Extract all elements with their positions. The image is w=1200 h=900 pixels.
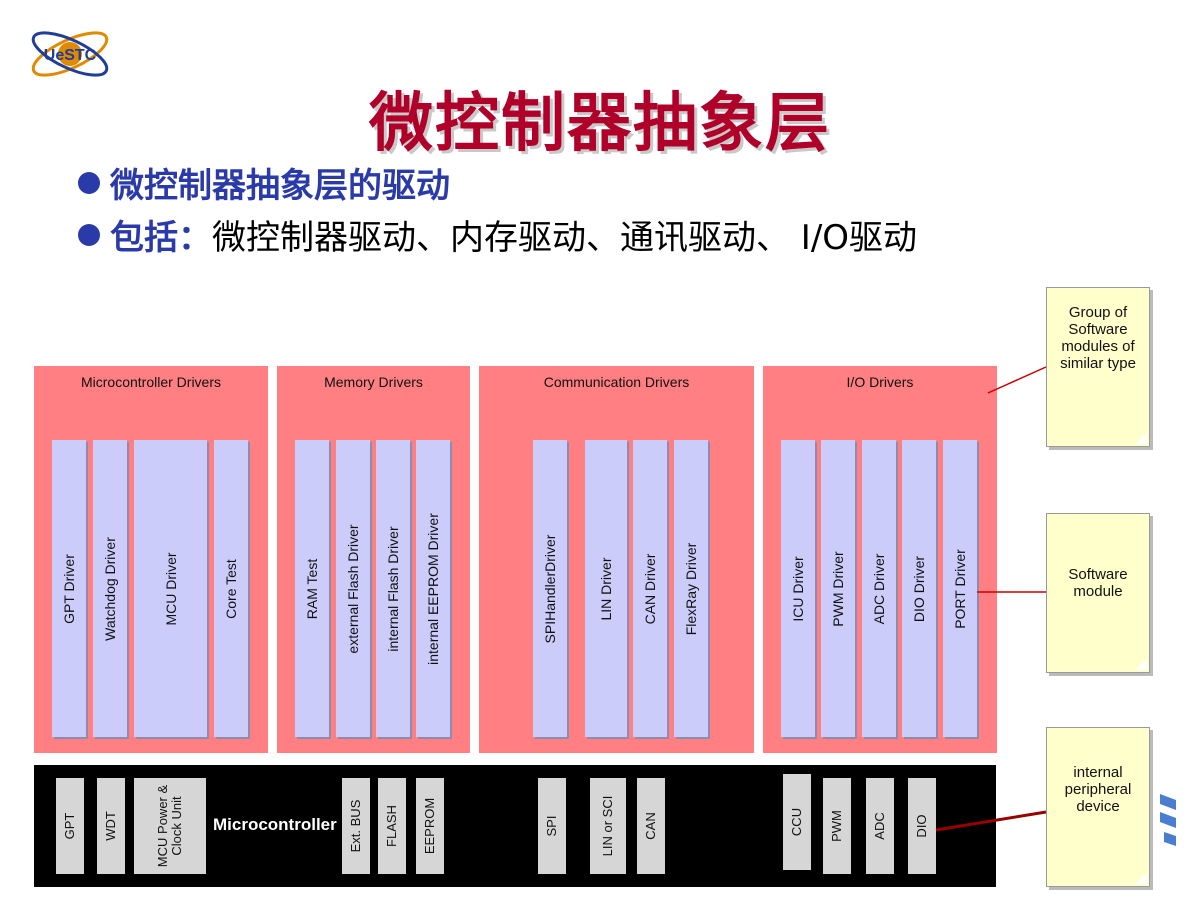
module-label: CAN Driver: [642, 553, 658, 624]
module-mcu-driver: MCU Driver: [134, 440, 207, 737]
peripheral-label: CCU: [789, 807, 804, 837]
module-watchdog-driver: Watchdog Driver: [93, 440, 127, 737]
module-dio-driver: DIO Driver: [902, 440, 936, 737]
module-gpt-driver: GPT Driver: [52, 440, 86, 737]
bullet-text: 微控制器驱动、内存驱动、通讯驱动、 I/O驱动: [212, 218, 918, 258]
peripheral-eeprom: EEPROM: [416, 778, 444, 874]
module-label: DIO Driver: [911, 555, 927, 622]
module-flexray-driver: FlexRay Driver: [674, 440, 708, 737]
module-lin-driver: LIN Driver: [585, 440, 627, 737]
peripheral-dio: DIO: [908, 778, 936, 874]
module-label: internal Flash Driver: [385, 525, 401, 652]
peripheral-label: WDT: [103, 811, 118, 841]
note-text: Software module: [1068, 566, 1128, 600]
module-label: RAM Test: [304, 558, 320, 619]
module-port-driver: PORT Driver: [943, 440, 977, 737]
bullet-dot-icon: [78, 223, 100, 246]
slide-title: 微控制器抽象层: [369, 86, 831, 161]
module-label: ADC Driver: [871, 553, 887, 624]
peripheral-adc: ADC: [866, 778, 894, 874]
peripheral-label: CAN: [643, 812, 658, 840]
peripheral-label: Ext. BUS: [348, 799, 363, 853]
peripheral-ext-bus: Ext. BUS: [342, 778, 370, 874]
microcontroller-label: Microcontroller: [213, 815, 337, 834]
module-label: external Flash Driver: [345, 523, 361, 654]
module-label: MCU Driver: [162, 551, 179, 626]
module-label: SPIHandlerDriver: [542, 534, 558, 643]
page-fold-icon: [1135, 432, 1147, 444]
peripheral-spi: SPI: [538, 778, 566, 874]
bullet-item-2: 包括： 微控制器驱动、内存驱动、通讯驱动、 I/O驱动: [78, 210, 917, 259]
module-label: Core Test: [223, 558, 239, 619]
module-internal-eeprom-driver: internal EEPROM Driver: [416, 440, 450, 737]
peripheral-label: PWM: [829, 810, 844, 842]
bullet-label: 包括：: [110, 218, 212, 258]
module-core-test: Core Test: [214, 440, 248, 737]
module-label: GPT Driver: [61, 553, 77, 624]
module-label: PORT Driver: [952, 548, 968, 629]
module-external-flash-driver: external Flash Driver: [336, 440, 370, 737]
module-ram-test: RAM Test: [295, 440, 329, 737]
peripheral-mcu-power-clock: MCU Power & Clock Unit: [134, 778, 206, 874]
peripheral-label: EEPROM: [422, 797, 437, 855]
note-text: internal peripheral device: [1064, 764, 1132, 815]
peripheral-label: FLASH: [384, 805, 399, 847]
peripheral-label: LIN or SCI: [600, 795, 615, 857]
peripheral-wdt: WDT: [97, 778, 125, 874]
group-title: Communication Drivers: [543, 374, 690, 390]
page-fold-icon: [1135, 872, 1147, 884]
slide-edge-decoration: [1160, 794, 1176, 846]
peripheral-label: DIO: [914, 814, 929, 838]
svg-text:UeSTC: UeSTC: [44, 47, 97, 64]
bullet-label: 微控制器抽象层的驱动: [110, 166, 450, 206]
note-text: Group of Software modules of similar typ…: [1060, 304, 1136, 372]
module-can-driver: CAN Driver: [633, 440, 667, 737]
peripheral-flash: FLASH: [378, 778, 406, 874]
note-group-of-modules: Group of Software modules of similar typ…: [1046, 287, 1150, 447]
bullet-item-1: 微控制器抽象层的驱动: [78, 158, 450, 207]
peripheral-label: GPT: [62, 812, 77, 840]
peripheral-label: ADC: [872, 812, 887, 840]
note-software-module: Software module: [1046, 513, 1150, 673]
peripheral-pwm: PWM: [823, 778, 851, 874]
peripheral-label: SPI: [544, 815, 559, 837]
module-icu-driver: ICU Driver: [781, 440, 815, 737]
peripheral-can: CAN: [637, 778, 665, 874]
module-label: ICU Driver: [790, 555, 806, 622]
module-label: LIN Driver: [598, 556, 614, 621]
bullet-dot-icon: [78, 171, 100, 194]
peripheral-lin-or-sci: LIN or SCI: [590, 778, 626, 874]
page-fold-icon: [1135, 658, 1147, 670]
module-label: internal EEPROM Driver: [425, 512, 441, 665]
peripheral-gpt: GPT: [56, 778, 84, 874]
module-label: Watchdog Driver: [102, 536, 118, 641]
module-internal-flash-driver: internal Flash Driver: [376, 440, 410, 737]
module-adc-driver: ADC Driver: [862, 440, 896, 737]
module-label: FlexRay Driver: [683, 542, 699, 635]
peripheral-ccu: CCU: [783, 774, 811, 870]
group-title: Memory Drivers: [324, 374, 423, 390]
peripheral-label: MCU Power & Clock Unit: [155, 784, 184, 868]
group-title: Microcontroller Drivers: [80, 374, 222, 390]
note-internal-peripheral: internal peripheral device: [1046, 727, 1150, 887]
group-title: I/O Drivers: [846, 374, 914, 390]
uestc-logo: UeSTC: [31, 31, 109, 77]
module-pwm-driver: PWM Driver: [821, 440, 855, 737]
module-label: PWM Driver: [830, 550, 846, 627]
module-spi-handler-driver: SPIHandlerDriver: [533, 440, 567, 737]
